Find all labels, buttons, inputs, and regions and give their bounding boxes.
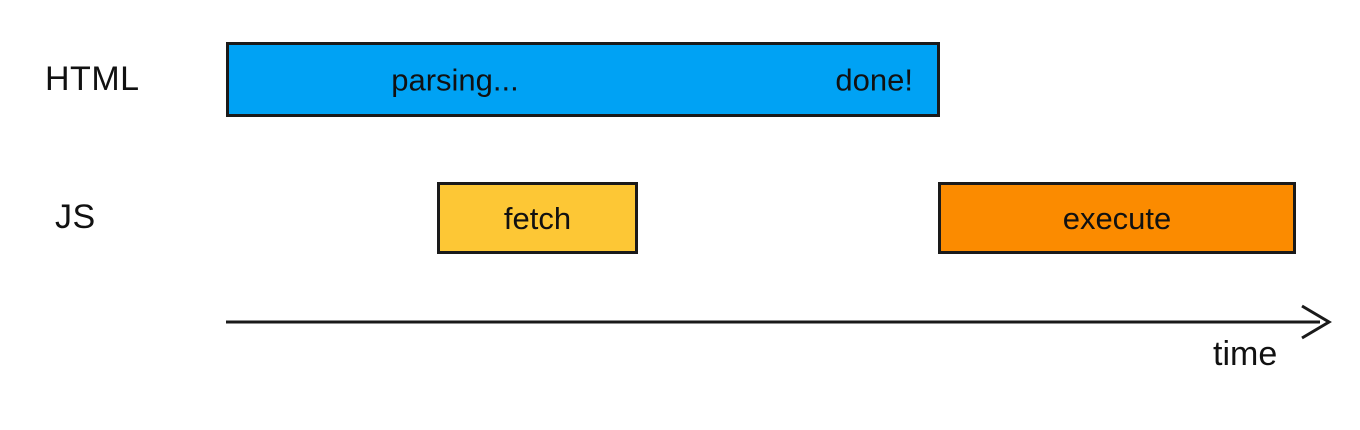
- time-axis-label: time: [1213, 335, 1278, 373]
- arrowhead-icon: [1301, 304, 1332, 340]
- bar-html-parsing: parsing... done!: [226, 42, 940, 117]
- bar-js-fetch: fetch: [437, 182, 638, 254]
- bar-js-execute: execute: [938, 182, 1296, 254]
- row-label-html: HTML: [45, 60, 140, 98]
- parsing-label: parsing...: [391, 62, 519, 97]
- row-label-js: JS: [55, 198, 96, 236]
- execute-label: execute: [1062, 200, 1172, 236]
- fetch-label: fetch: [503, 200, 572, 236]
- parsing-done-label: done!: [835, 62, 913, 97]
